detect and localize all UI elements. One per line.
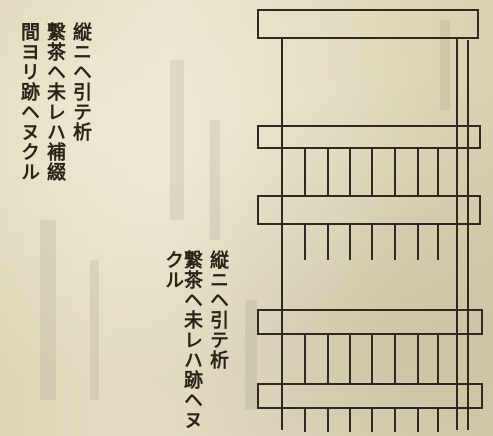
- beam-4: [257, 309, 483, 335]
- note-line: 縦ニヘ引テ析: [70, 22, 92, 142]
- bleed-through-mark: [170, 60, 184, 220]
- warp-threads-bottom: [304, 408, 439, 432]
- top-beam: [257, 9, 479, 39]
- bleed-through-mark: [90, 260, 99, 400]
- beam-3: [257, 195, 481, 225]
- note-line: 縦ニヘ引テ析: [207, 250, 229, 370]
- beam-2: [257, 125, 481, 149]
- warp-threads-lower: [304, 334, 439, 384]
- bleed-through-mark: [440, 20, 450, 110]
- note-line: 間ヨリ跡ヘヌクル: [18, 22, 40, 182]
- note-lower-right: 縦ニヘ引テ析 繋茶ヘ未レハ跡ヘヌクル: [156, 250, 229, 436]
- note-upper-left: 縦ニヘ引テ析 繋茶ヘ未レハ補綴 間ヨリ跡ヘヌクル: [12, 22, 92, 182]
- bleed-through-mark: [40, 220, 56, 400]
- note-line: 繋茶ヘ未レハ補綴: [44, 22, 66, 182]
- bleed-through-mark: [210, 120, 220, 240]
- beam-5: [257, 383, 483, 409]
- warp-threads-upper: [304, 148, 439, 196]
- warp-threads-middle: [304, 224, 439, 260]
- bleed-through-mark: [245, 300, 257, 410]
- note-line: 繋茶ヘ未レハ跡ヘヌクル: [162, 250, 203, 430]
